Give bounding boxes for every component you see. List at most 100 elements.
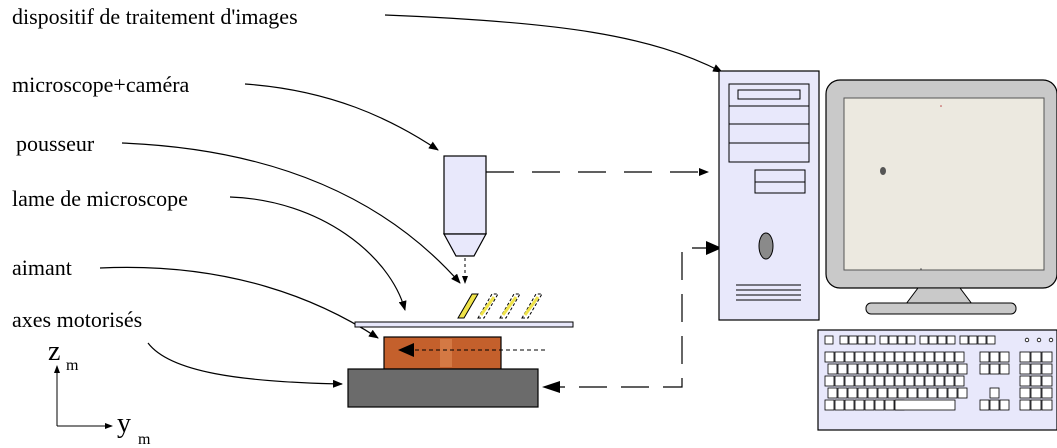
keyboard-key xyxy=(937,363,948,375)
keyboard-key xyxy=(928,335,938,345)
keyboard-key xyxy=(946,335,956,345)
keyboard-key xyxy=(824,351,835,363)
keyboard-key xyxy=(944,351,955,363)
keyboard-key xyxy=(989,399,1000,411)
y-axis-label: y xyxy=(117,408,131,439)
keyboard-key xyxy=(1030,351,1042,363)
keyboard-key xyxy=(979,399,990,411)
keyboard-key xyxy=(827,387,838,399)
keyboard-key xyxy=(824,375,835,387)
keyboard-key xyxy=(944,375,955,387)
keyboard-key xyxy=(854,375,865,387)
keyboard-key xyxy=(844,351,855,363)
keyboard-key xyxy=(894,375,905,387)
keyboard-key xyxy=(857,363,868,375)
label-image-processing: dispositif de traitement d'images xyxy=(12,4,298,29)
keyboard-key xyxy=(937,335,947,345)
keyboard-key xyxy=(1019,351,1031,363)
keyboard-key xyxy=(827,363,838,375)
keyboard-key xyxy=(917,387,928,399)
keyboard-key xyxy=(907,387,918,399)
keyboard-key xyxy=(884,399,895,411)
keyboard-key xyxy=(1019,387,1031,399)
label-slide: lame de microscope xyxy=(12,186,188,211)
y-axis-subscript: m xyxy=(138,431,151,448)
keyboard-key xyxy=(867,363,878,375)
leader-slide xyxy=(229,196,407,311)
keyboard-key xyxy=(989,363,1000,375)
axes-indicator: z m y m xyxy=(48,336,151,448)
monitor-base xyxy=(865,302,1017,315)
keyboard-key xyxy=(989,351,1000,363)
keyboard-key xyxy=(914,351,925,363)
keyboard-key xyxy=(884,375,895,387)
leader-lines xyxy=(99,14,723,388)
keyboard-key xyxy=(837,363,848,375)
keyboard-key xyxy=(959,335,969,345)
keyboard-key xyxy=(847,387,858,399)
keyboard-key xyxy=(904,351,915,363)
keyboard-key xyxy=(1030,387,1042,399)
motorized-stage xyxy=(347,368,539,408)
keyboard-key xyxy=(924,375,935,387)
keyboard-key xyxy=(839,335,849,345)
microscope-slide xyxy=(354,321,574,328)
keyboard-key xyxy=(934,351,945,363)
keyboard-key xyxy=(834,399,845,411)
keyboard-led xyxy=(1024,337,1030,343)
keyboard-key xyxy=(866,335,876,345)
keyboard-key xyxy=(864,375,875,387)
microscope-objective xyxy=(442,155,488,284)
pusher-solid xyxy=(457,293,479,319)
keyboard-key xyxy=(1030,375,1042,387)
keyboard-key xyxy=(874,351,885,363)
keyboard-key xyxy=(947,387,958,399)
keyboard-key xyxy=(897,387,908,399)
keyboard-key xyxy=(1019,375,1031,387)
keyboard-key xyxy=(1030,399,1042,411)
leader-microscope-camera xyxy=(244,83,439,151)
keyboard-key xyxy=(999,351,1010,363)
magnet xyxy=(383,336,545,370)
leader-magnet xyxy=(99,266,379,339)
keyboard-key xyxy=(864,399,875,411)
keyboard-key xyxy=(1041,399,1053,411)
keyboard-key xyxy=(887,387,898,399)
keyboard-led xyxy=(1036,337,1042,343)
computer-tower xyxy=(718,70,820,321)
keyboard-key xyxy=(834,375,845,387)
keyboard-key xyxy=(888,335,898,345)
keyboard-key xyxy=(894,351,905,363)
keyboard-key xyxy=(1041,387,1053,399)
keyboard-key xyxy=(904,375,915,387)
keyboard-key xyxy=(954,351,965,363)
keyboard-key xyxy=(884,351,895,363)
keyboard-key xyxy=(917,363,928,375)
keyboard-key xyxy=(937,387,948,399)
monitor-neck xyxy=(905,287,973,305)
keyboard-key xyxy=(877,387,888,399)
keyboard-key xyxy=(844,375,855,387)
keyboard-key-space xyxy=(894,399,956,411)
keyboard-key xyxy=(848,335,858,345)
keyboard-key xyxy=(919,335,929,345)
computer-monitor xyxy=(825,79,1057,315)
power-button xyxy=(758,232,774,260)
screen-particle xyxy=(880,167,886,175)
keyboard-key xyxy=(887,363,898,375)
keyboard-key xyxy=(837,387,848,399)
label-pusher: pousseur xyxy=(16,131,95,156)
keyboard-key xyxy=(867,387,878,399)
leader-image-processing xyxy=(384,14,723,73)
keyboard-key xyxy=(1019,363,1031,375)
keyboard-led xyxy=(1048,337,1054,343)
z-axis-subscript: m xyxy=(66,357,79,374)
keyboard-key xyxy=(999,399,1010,411)
stage-link-dashed xyxy=(548,247,720,388)
keyboard-key xyxy=(979,351,990,363)
keyboard-key xyxy=(957,387,968,399)
keyboard-key xyxy=(989,387,1000,399)
z-axis-label: z xyxy=(48,336,60,367)
keyboard-key xyxy=(1019,399,1031,411)
